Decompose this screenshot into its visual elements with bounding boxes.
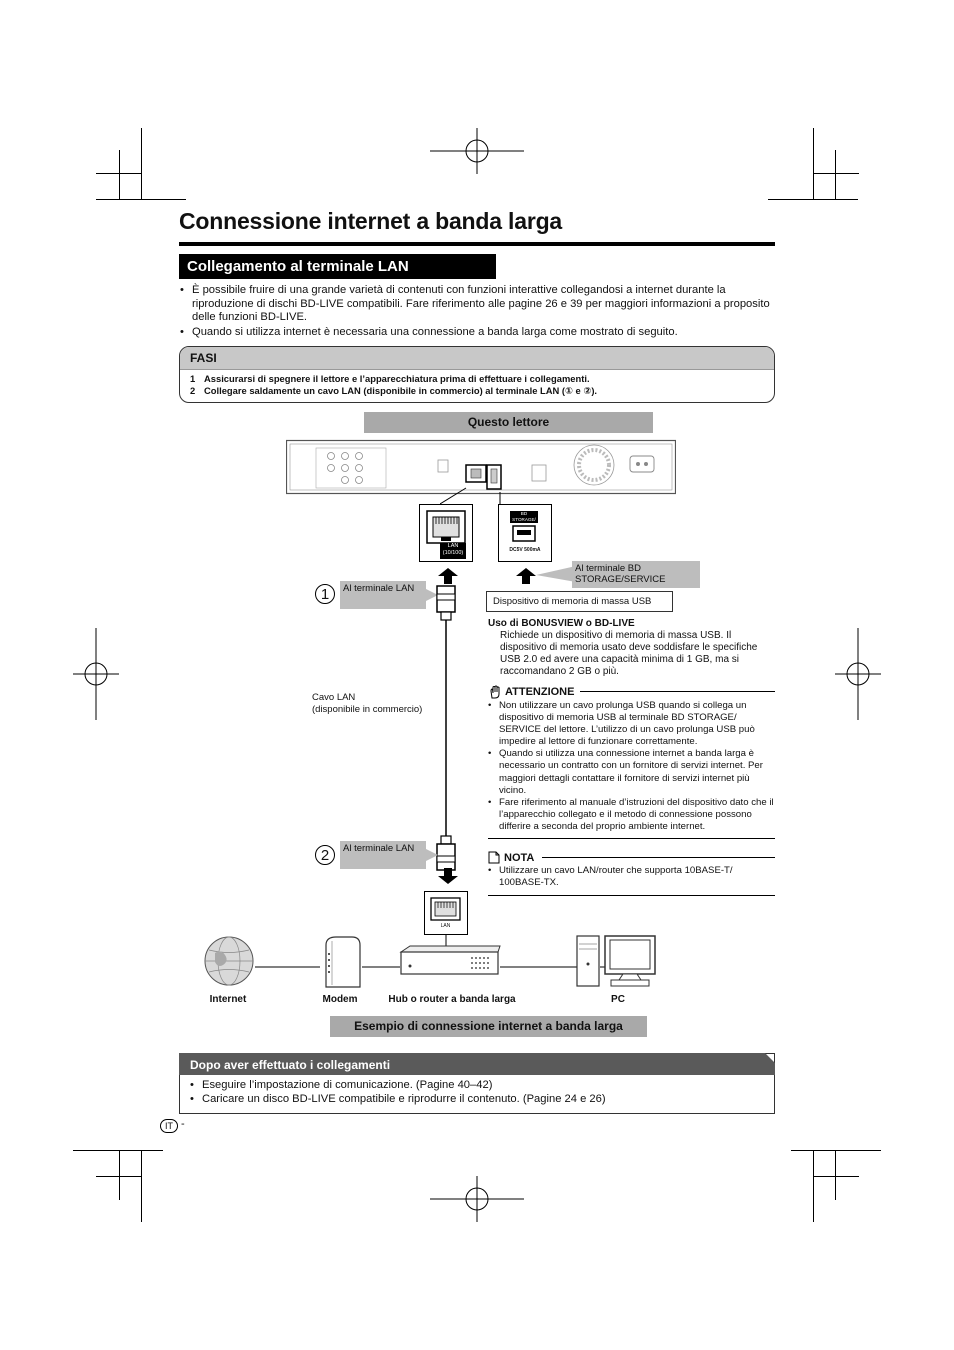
callout-pointer — [424, 848, 438, 862]
cable-label: Cavo LAN (disponibile in commercio) — [312, 692, 423, 715]
attention-item: Fare riferimento al manuale d’istruzioni… — [488, 797, 775, 833]
arrow-up-icon — [516, 568, 536, 584]
attention-item: Quando si utilizza una connessione inter… — [488, 748, 775, 796]
lan-port-sub: (10/100) — [442, 550, 464, 556]
callout-lan-1: Al terminale LAN — [340, 581, 426, 609]
after-item: Caricare un disco BD-LIVE compatibile e … — [190, 1092, 606, 1106]
bonusview-heading: Uso di BONUSVIEW o BD-LIVE — [488, 618, 635, 629]
callout-pointer — [536, 566, 576, 582]
marker-1: 1 — [315, 584, 335, 604]
intro-bullet: Quando si utilizza internet è necessaria… — [180, 326, 770, 340]
modem-label: Modem — [322, 994, 358, 1005]
pc-label: PC — [611, 994, 625, 1005]
attention-heading: ATTENZIONE — [505, 685, 575, 698]
player-label: Questo lettore — [364, 412, 653, 433]
nota-heading: NOTA — [504, 851, 535, 864]
attention-block: ATTENZIONE Non utilizzare un cavo prolun… — [488, 684, 775, 840]
lan-port-label: LAN — [447, 543, 459, 549]
bonusview-text: Richiede un dispositivo di memoria di ma… — [500, 630, 758, 677]
registration-mark-right — [835, 628, 881, 720]
language-badge: IT — [160, 1119, 178, 1133]
page-number-dash: - — [181, 1118, 185, 1130]
router-lan-port-zoom: LAN — [424, 891, 468, 935]
network-row — [255, 966, 608, 968]
router-icon — [399, 945, 501, 975]
hub-label: Hub o router a banda larga — [388, 994, 516, 1005]
internet-label: Internet — [209, 994, 247, 1005]
title-rule — [179, 242, 775, 246]
bonusview-block: Uso di BONUSVIEW o BD-LIVE Richiede un d… — [488, 618, 778, 678]
hand-warning-icon — [490, 685, 500, 698]
lan-port-zoom: LAN (10/100) — [419, 504, 473, 562]
callout-bd-storage: Al terminale BD STORAGE/SERVICE — [572, 561, 700, 588]
usb-port-rating: DC5V 500mA — [509, 547, 541, 553]
zoom-lines — [440, 487, 501, 505]
callout-lan-2: Al terminale LAN — [340, 841, 426, 869]
arrow-up-icon — [438, 568, 458, 584]
router-lan-label: LAN — [440, 923, 451, 929]
after-heading-bar — [179, 1053, 775, 1075]
note-icon — [488, 851, 500, 864]
arrow-down-icon — [438, 868, 458, 884]
attention-item: Non utilizzare un cavo prolunga USB quan… — [488, 700, 775, 748]
after-item: Eseguire l’impostazione di comunicazione… — [190, 1078, 606, 1092]
after-heading: Dopo aver effettuato i collegamenti — [190, 1058, 391, 1072]
nota-item: Utilizzare un cavo LAN/router che suppor… — [488, 865, 758, 889]
steps-heading: FASI — [180, 347, 774, 370]
example-label: Esempio di connessione internet a banda … — [330, 1016, 647, 1037]
registration-mark-bottom — [430, 1176, 524, 1222]
player-rear-panel — [286, 439, 676, 495]
usb-port-zoom: BD STORAGE/ SERVICE DC5V 500mA — [498, 504, 552, 562]
registration-mark-left — [73, 628, 119, 720]
registration-mark-top — [430, 128, 524, 174]
intro-bullet: È possibile fruire di una grande varietà… — [180, 284, 770, 325]
page-title: Connessione internet a banda larga — [179, 208, 563, 234]
intro-list: È possibile fruire di una grande varietà… — [180, 284, 770, 340]
marker-2: 2 — [315, 845, 335, 865]
usb-device-label: Dispositivo di memoria di massa USB — [486, 591, 673, 612]
after-list: Eseguire l’impostazione di comunicazione… — [190, 1078, 606, 1106]
nota-block: NOTA Utilizzare un cavo LAN/router che s… — [488, 850, 775, 897]
pc-icon — [576, 935, 656, 987]
callout-pointer — [424, 588, 438, 602]
section-heading: Collegamento al terminale LAN — [179, 254, 496, 279]
lan-cable — [436, 585, 456, 871]
internet-globe-icon — [204, 936, 254, 986]
modem-icon — [325, 936, 361, 988]
